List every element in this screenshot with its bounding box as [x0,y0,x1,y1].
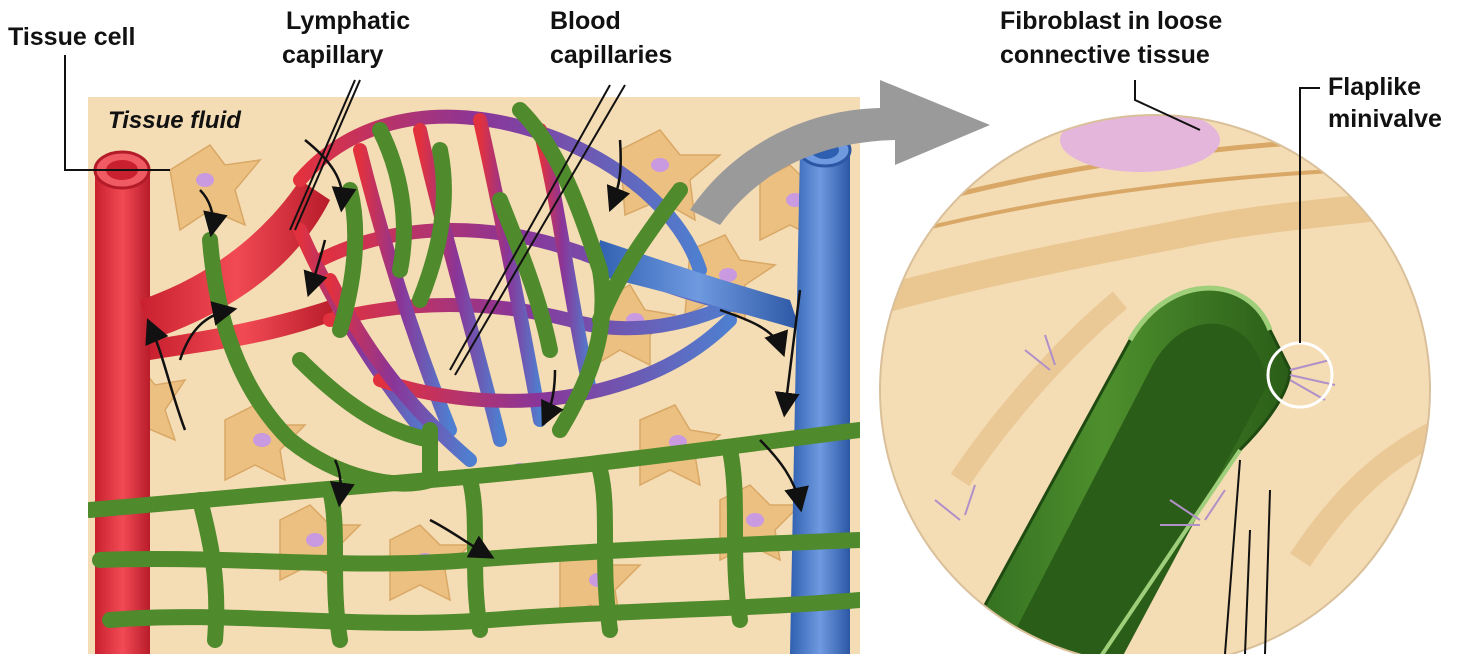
magnified-view [880,108,1440,654]
label-blood-capillaries-2: capillaries [550,40,672,70]
label-lymphatic-capillary-2: capillary [282,40,383,70]
label-flaplike-2: minivalve [1328,104,1442,134]
label-flaplike-1: Flaplike [1328,72,1421,102]
label-tissue-cell: Tissue cell [8,22,135,52]
label-fibroblast-2: connective tissue [1000,40,1210,70]
label-blood-capillaries-1: Blood [550,6,621,36]
label-fibroblast-1: Fibroblast in loose [1000,6,1222,36]
label-lymphatic-capillary-1: Lymphatic [286,6,410,36]
label-tissue-fluid: Tissue fluid [108,106,241,136]
